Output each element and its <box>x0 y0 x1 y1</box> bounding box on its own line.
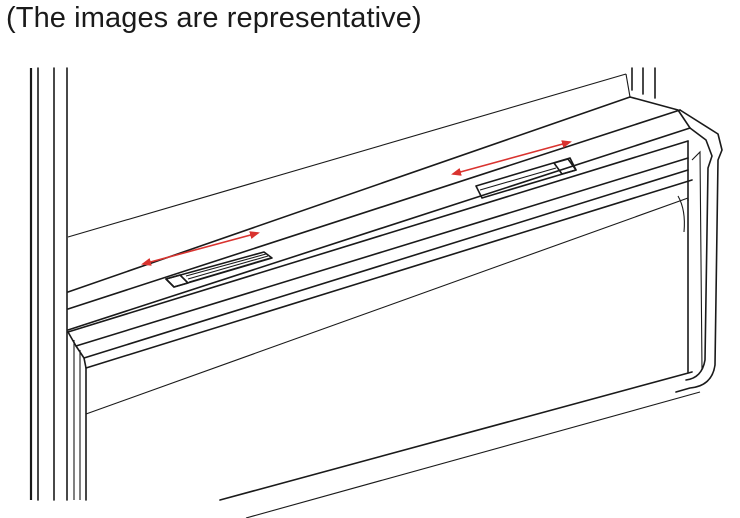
shelf-top-surface <box>67 73 691 331</box>
left-side-wall <box>29 67 75 501</box>
drawer-lower-edge <box>219 371 701 518</box>
right-side-wall <box>631 67 723 393</box>
right-slider-arrow <box>451 140 572 176</box>
shelf-front-edge <box>67 140 693 501</box>
left-slider-arrow <box>141 231 260 266</box>
caption: (The images are representative) <box>6 2 422 34</box>
